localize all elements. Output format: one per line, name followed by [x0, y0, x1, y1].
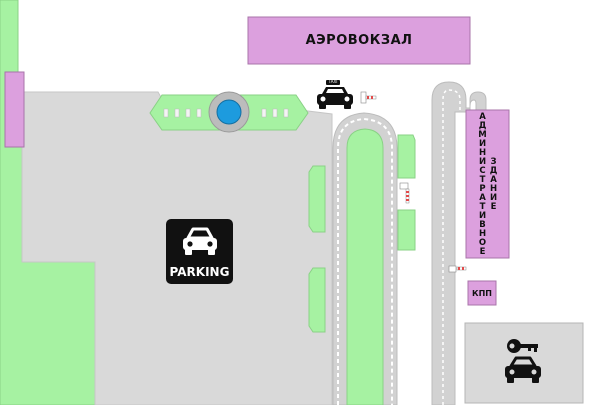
- road-dashes: [337, 117, 393, 405]
- green-island-2: [308, 267, 326, 333]
- service-parking-area: [464, 322, 584, 404]
- green-island-3: [397, 134, 416, 179]
- car-icon: [183, 227, 217, 255]
- admin-building: [465, 109, 510, 259]
- admin-label-line2: ЗДАНИЕ: [488, 157, 499, 211]
- car-icon: [505, 356, 541, 383]
- barrier-bottom: [448, 265, 467, 273]
- parking-sign: [166, 219, 233, 284]
- fountain: [216, 99, 242, 125]
- road-median: [346, 128, 384, 405]
- barrier-top: [360, 91, 377, 104]
- barrier-middle: [399, 182, 410, 204]
- green-island-4: [397, 209, 416, 251]
- taxi-label: TAXI: [328, 79, 338, 84]
- left-building: [4, 71, 25, 148]
- walkway-markers: [163, 108, 289, 118]
- green-island-1: [308, 165, 326, 233]
- terminal-label: АЭРОВОКЗАЛ: [305, 33, 413, 48]
- admin-label-line1: АДМИНИСТРАТИВНОЕ: [477, 112, 488, 256]
- checkpoint-building: [467, 280, 497, 306]
- terminal-building: [247, 16, 471, 65]
- service-road-dashes: [442, 89, 461, 405]
- key-icon: [507, 339, 538, 353]
- checkpoint-label: КПП: [472, 288, 492, 298]
- parking-label: PARKING: [169, 265, 230, 279]
- taxi-icon: [317, 80, 353, 109]
- admin-building-label: АДМИНИСТРАТИВНОЕ ЗДАНИЕ: [466, 110, 509, 258]
- service-road: [431, 81, 487, 405]
